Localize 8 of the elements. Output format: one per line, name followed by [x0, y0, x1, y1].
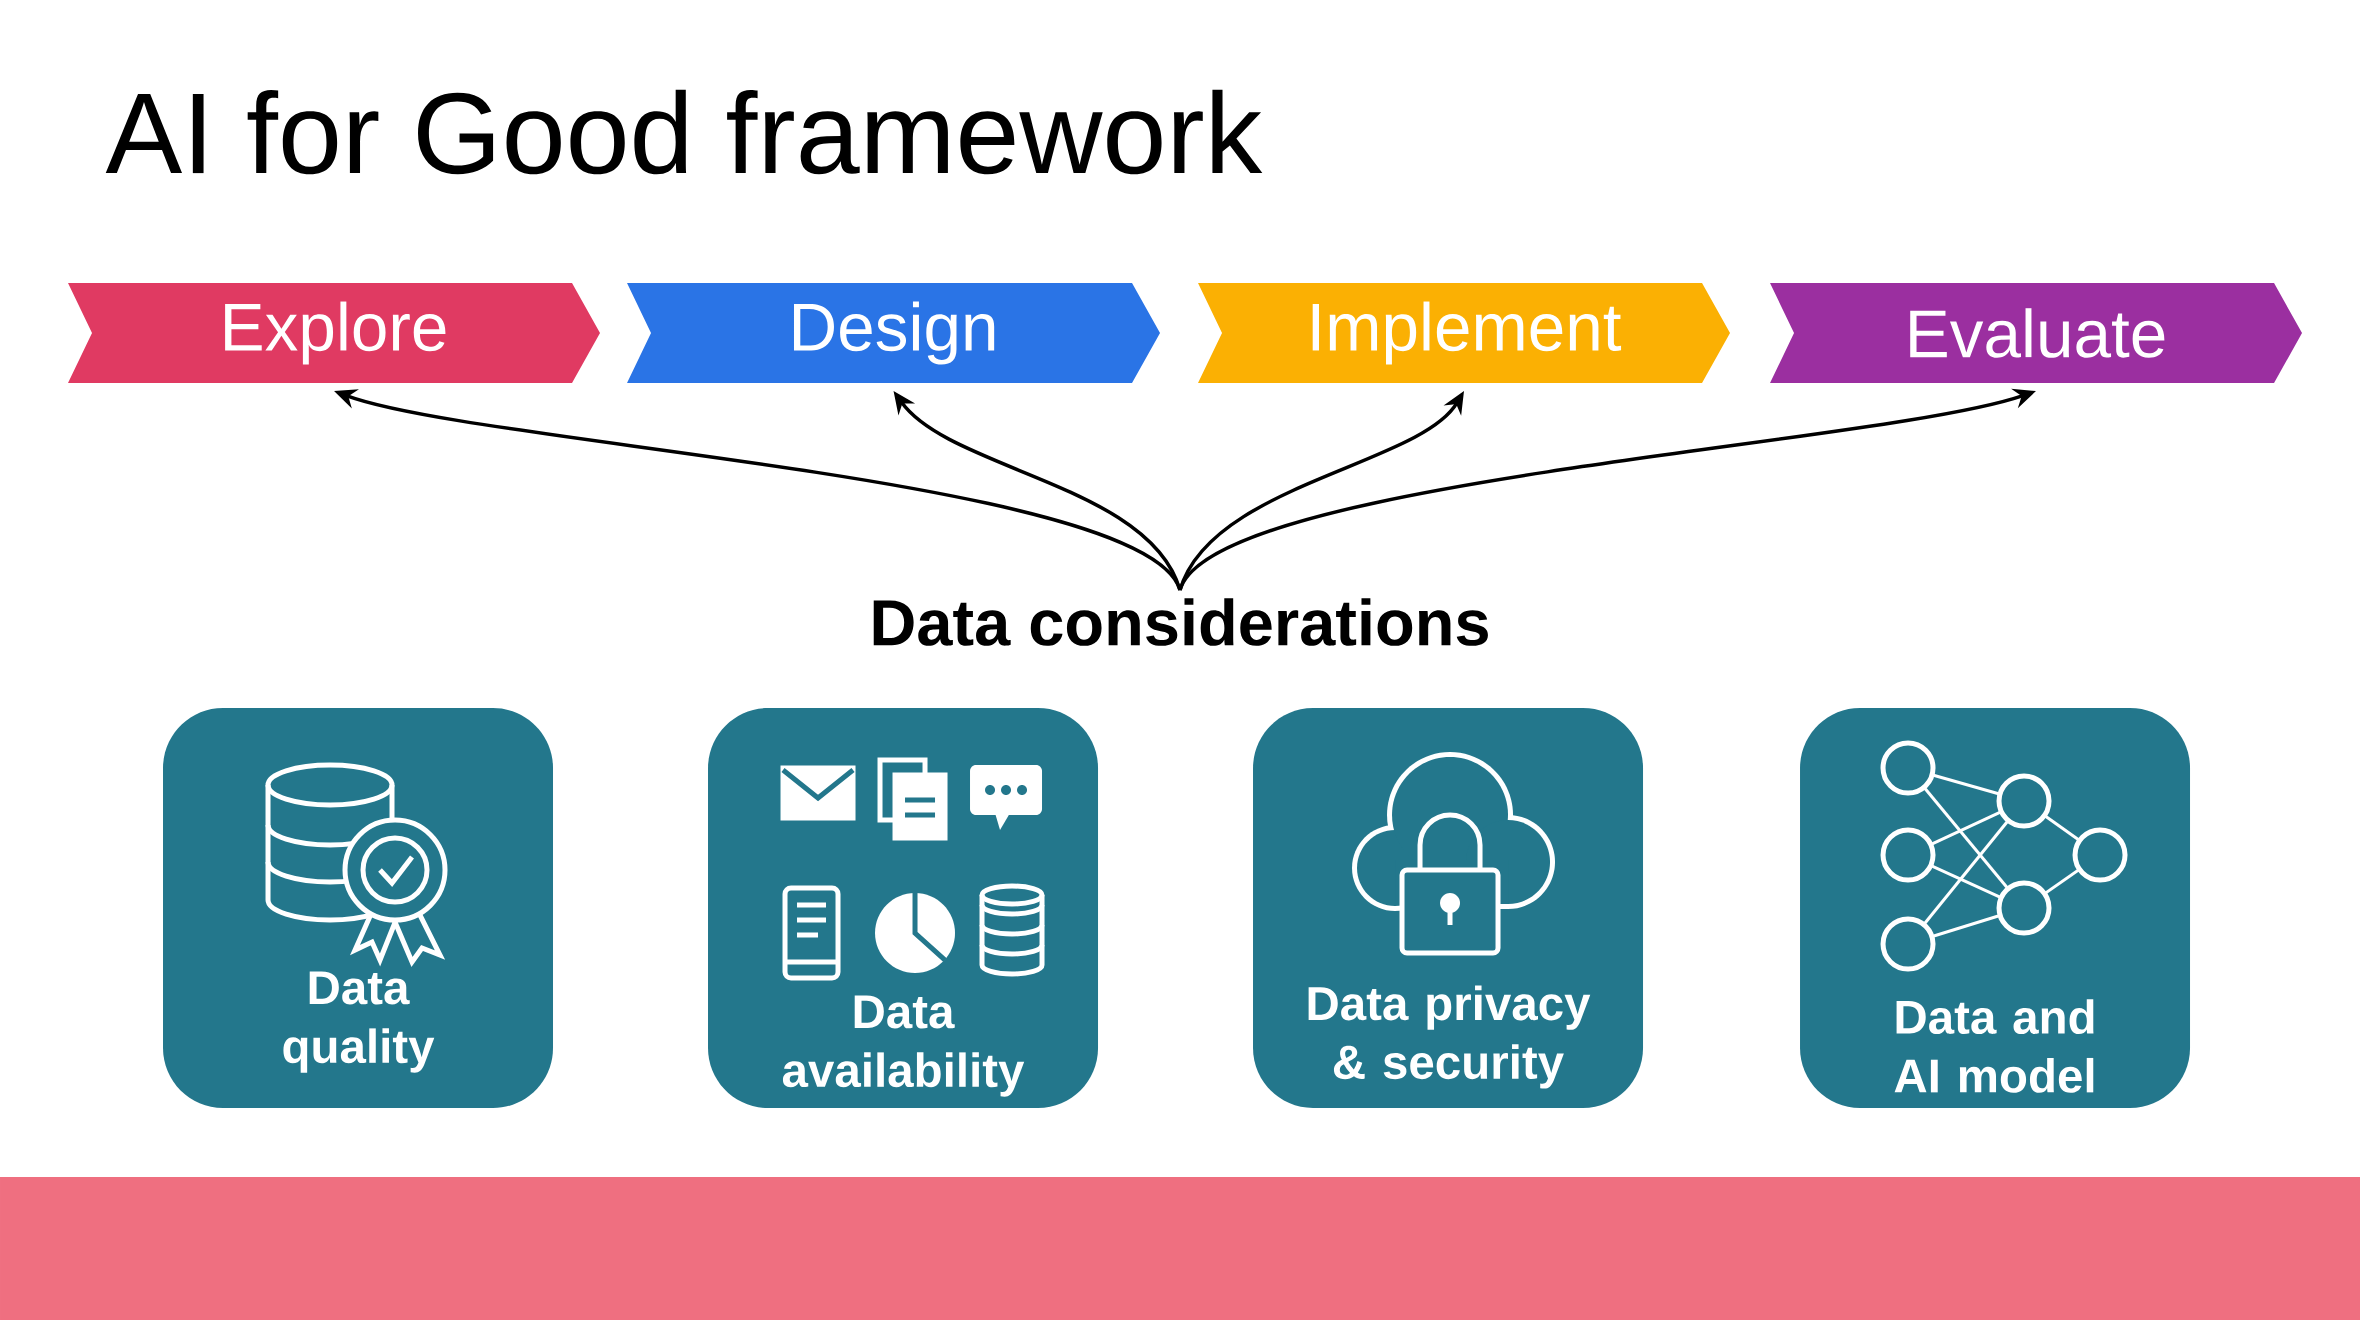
category-card: Data and AI model	[1800, 708, 2191, 1108]
chevron-banner: Implement	[1198, 283, 1730, 383]
chevron-banner: Evaluate	[1770, 283, 2303, 383]
category-card: Data quality	[163, 708, 553, 1108]
chevron-banner: Design	[627, 283, 1160, 383]
section-heading: Data considerations	[873, 598, 1488, 646]
chevron-banner: Explore	[68, 283, 600, 383]
title: AI for Good framework	[105, 89, 1263, 175]
